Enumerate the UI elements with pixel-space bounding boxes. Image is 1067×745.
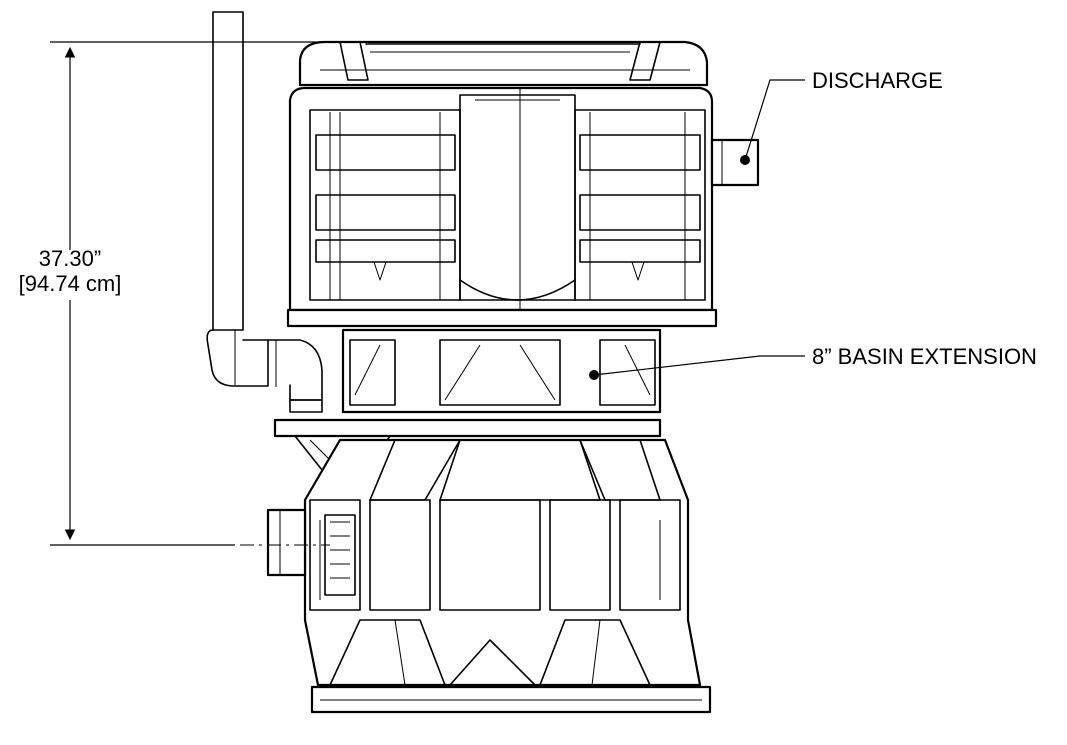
basin-extension-callout: 8” BASIN EXTENSION bbox=[593, 344, 1037, 376]
base-plate bbox=[310, 685, 712, 714]
vent-pipe bbox=[206, 11, 323, 413]
inlet-stub bbox=[266, 508, 307, 577]
discharge-leader bbox=[744, 79, 805, 161]
dimension-inches: 37.30” bbox=[39, 246, 101, 271]
discharge-callout: DISCHARGE bbox=[744, 68, 943, 161]
basin-lid bbox=[298, 40, 709, 87]
discharge-label: DISCHARGE bbox=[812, 68, 943, 93]
lower-basin-section bbox=[303, 438, 702, 687]
height-dimension: 37.30” [94.74 cm] bbox=[19, 41, 340, 546]
dimension-centimeters: [94.74 cm] bbox=[19, 271, 122, 296]
discharge-port bbox=[710, 138, 760, 187]
basin-extension-leader bbox=[593, 355, 805, 376]
upper-basin-section bbox=[286, 86, 718, 328]
basin-extension-label: 8” BASIN EXTENSION bbox=[812, 344, 1037, 369]
logo-badge bbox=[324, 514, 356, 596]
basin-extension-section bbox=[341, 328, 662, 414]
